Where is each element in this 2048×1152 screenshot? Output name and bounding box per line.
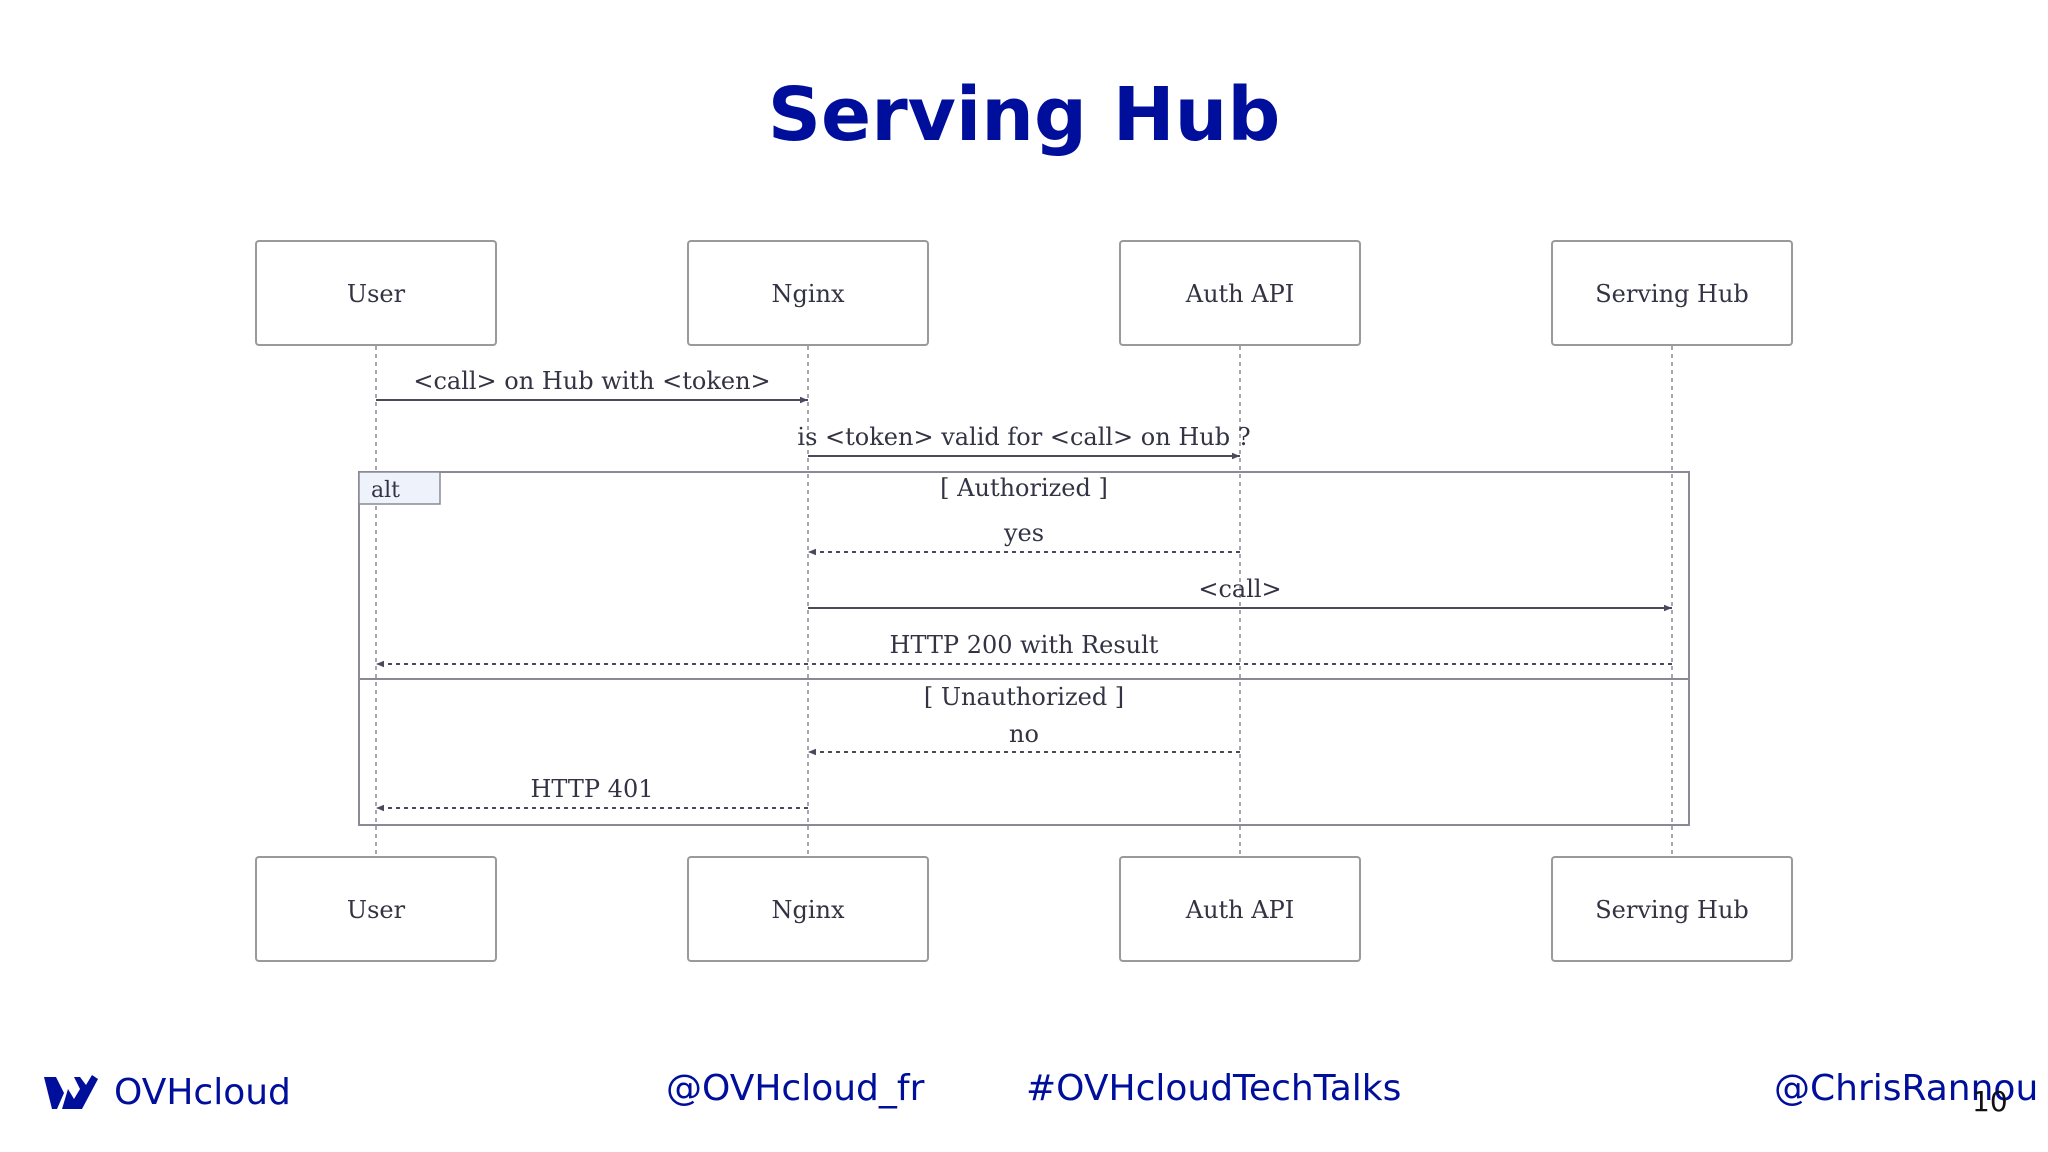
participant-user-top: User <box>255 240 497 346</box>
participant-label: Nginx <box>771 896 844 924</box>
participants-bottom: User Nginx Auth API Serving Hub <box>255 856 1793 962</box>
message-label: <call> <box>1198 575 1281 603</box>
participant-auth-api-bottom: Auth API <box>1119 856 1361 962</box>
page-number: 10 <box>1972 1085 2008 1118</box>
alt-block: alt [ Authorized ] [ Unauthorized ] <box>358 471 1690 826</box>
message-label: is <token> valid for <call> on Hub ? <box>797 423 1250 451</box>
messages: <call> on Hub with <token> is <token> va… <box>376 367 1672 812</box>
participant-nginx-bottom: Nginx <box>687 856 929 962</box>
message-http-401: HTTP 401 <box>376 775 808 812</box>
message-no: no <box>808 720 1240 756</box>
message-label: HTTP 200 with Result <box>890 631 1159 659</box>
message-call-with-token: <call> on Hub with <token> <box>376 367 808 404</box>
participant-serving-hub-top: Serving Hub <box>1551 240 1793 346</box>
participant-label: Auth API <box>1185 896 1294 924</box>
footer-company-handle: @OVHcloud_fr <box>666 1068 925 1109</box>
alt-condition-unauthorized: [ Unauthorized ] <box>924 683 1124 711</box>
alt-frame <box>358 471 1690 826</box>
participants-top: User Nginx Auth API Serving Hub <box>255 240 1793 346</box>
message-label: <call> on Hub with <token> <box>413 367 770 395</box>
message-label: yes <box>1003 519 1044 547</box>
participant-label: Auth API <box>1185 280 1294 308</box>
participant-label: Nginx <box>771 280 844 308</box>
footer-hashtag: #OVHcloudTechTalks <box>1026 1068 1402 1109</box>
participant-serving-hub-bottom: Serving Hub <box>1551 856 1793 962</box>
alt-label-box <box>358 471 441 505</box>
message-token-valid-query: is <token> valid for <call> on Hub ? <box>797 423 1251 460</box>
slide-title: Serving Hub <box>767 72 1281 158</box>
message-call: <call> <box>808 575 1672 612</box>
logo-text: OVHcloud <box>114 1072 291 1113</box>
participant-user-bottom: User <box>255 856 497 962</box>
participant-nginx-top: Nginx <box>687 240 929 346</box>
alt-condition-authorized: [ Authorized ] <box>940 474 1108 502</box>
message-http-200: HTTP 200 with Result <box>376 631 1672 668</box>
lifelines <box>375 346 1673 856</box>
message-label: HTTP 401 <box>531 775 654 803</box>
participant-label: Serving Hub <box>1595 896 1749 924</box>
alt-label: alt <box>371 478 400 503</box>
message-yes: yes <box>808 519 1240 556</box>
participant-label: User <box>347 280 406 308</box>
participant-auth-api-top: Auth API <box>1119 240 1361 346</box>
ovhcloud-logo-icon <box>44 1075 98 1109</box>
participant-label: User <box>347 896 406 924</box>
ovhcloud-logo: OVHcloud <box>42 1068 291 1118</box>
message-label: no <box>1009 720 1039 748</box>
participant-label: Serving Hub <box>1595 280 1749 308</box>
footer-speaker-handle: @ChrisRannou <box>1774 1068 2039 1109</box>
